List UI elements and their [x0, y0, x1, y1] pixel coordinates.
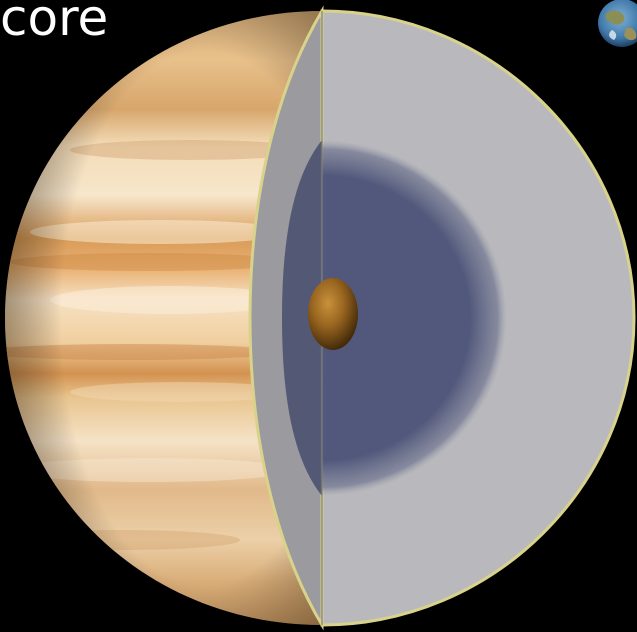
- metallic-hydrogen-layer: [322, 140, 507, 496]
- core-label: core: [0, 0, 109, 47]
- core-sphere: [308, 278, 358, 350]
- earth-icon: [598, 0, 637, 47]
- cutaway-section: [248, 5, 636, 631]
